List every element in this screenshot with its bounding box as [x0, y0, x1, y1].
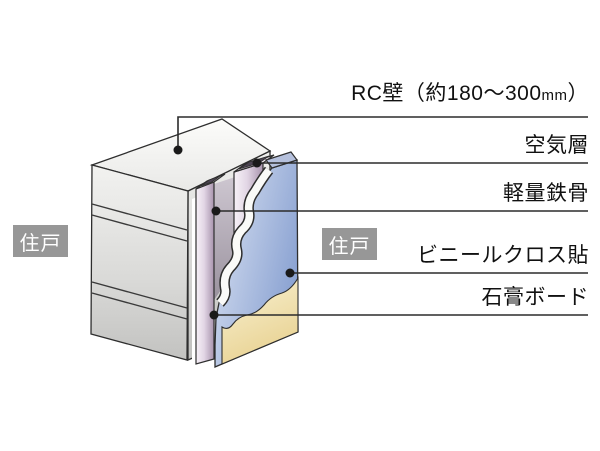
leader-dot-air-layer [252, 158, 262, 168]
callout-rc-wall-unit: mm [541, 87, 568, 104]
callout-rc-wall-text: RC壁（約180〜300 [351, 82, 542, 105]
leader-lines [173, 116, 588, 320]
leader-dot-gypsum-board [209, 310, 219, 320]
leader-air-layer [252, 158, 588, 168]
broken-edge-band [217, 167, 272, 306]
unit-badge-left: 住戸 [13, 225, 68, 257]
callout-steel-frame: 軽量鉄骨 [503, 182, 589, 206]
callout-gypsum-board-text: 石膏ボード [481, 286, 589, 309]
callout-vinyl-cloth-text: ビニールクロス貼 [417, 244, 589, 267]
stud-front-face [195, 181, 215, 365]
callout-air-layer-text: 空気層 [524, 134, 589, 157]
callout-steel-frame-text: 軽量鉄骨 [503, 182, 589, 205]
stud-channel-hollow [200, 175, 221, 187]
leader-dot-steel-frame [211, 206, 221, 216]
callout-vinyl-cloth: ビニールクロス貼 [417, 244, 589, 268]
leader-vinyl-cloth [285, 268, 588, 278]
unit-badge-right-label: 住戸 [328, 235, 371, 258]
concrete-hatch-lines [91, 203, 188, 320]
callout-rc-wall: RC壁（約180〜300mm） [351, 82, 589, 108]
gypsum-board-face [221, 275, 299, 365]
unit-badge-right: 住戸 [322, 228, 377, 260]
steel-stud-left [195, 173, 226, 365]
callout-rc-wall-suffix: ） [567, 82, 589, 105]
callout-gypsum-board: 石膏ボード [482, 286, 590, 310]
rc-front-face [90, 164, 189, 361]
leader-dot-rc-wall [173, 145, 183, 155]
leader-steel-frame [211, 206, 588, 216]
leader-dot-vinyl-cloth [285, 268, 295, 278]
callout-air-layer: 空気層 [525, 134, 590, 158]
unit-badge-left-label: 住戸 [19, 232, 62, 255]
leader-gypsum-board [209, 310, 588, 320]
leader-rc-wall [173, 116, 588, 155]
